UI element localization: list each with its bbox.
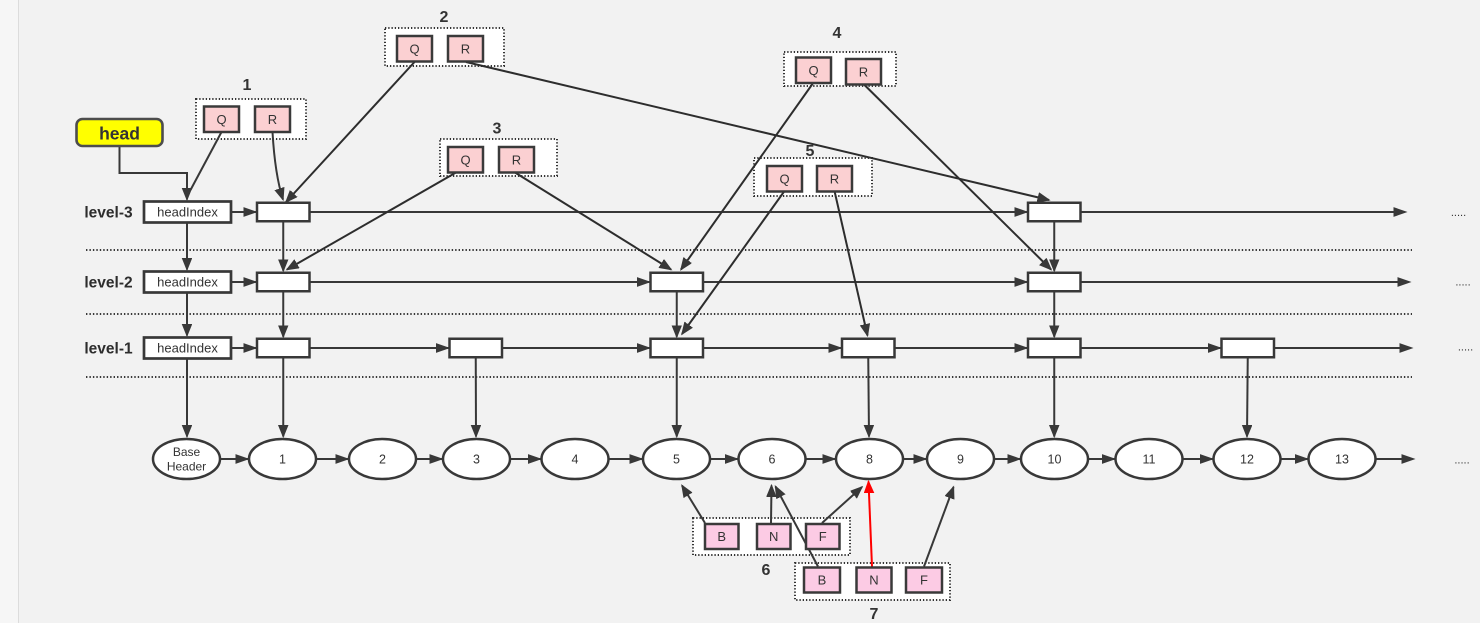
svg-text:headIndex: headIndex [157,205,218,220]
svg-text:head: head [99,124,140,144]
svg-text:9: 9 [957,453,964,467]
svg-text:R: R [268,112,277,127]
svg-text:5: 5 [806,143,815,160]
svg-text:F: F [819,529,827,544]
svg-text:Q: Q [460,152,470,167]
svg-text:6: 6 [769,453,776,467]
svg-text:Q: Q [779,171,789,186]
svg-text:R: R [859,64,868,79]
svg-text:13: 13 [1335,453,1349,467]
svg-text:Header: Header [167,460,206,474]
svg-text:B: B [717,529,726,544]
svg-text:level-1: level-1 [84,341,133,358]
svg-text:5: 5 [673,453,680,467]
svg-text:2: 2 [379,453,386,467]
svg-text:4: 4 [833,25,842,42]
svg-text:4: 4 [572,453,579,467]
svg-text:3: 3 [493,121,502,138]
svg-text:.....: ..... [1451,207,1466,219]
svg-text:headIndex: headIndex [157,275,218,290]
svg-text:1: 1 [279,453,286,467]
svg-text:R: R [512,152,521,167]
svg-text:N: N [769,529,778,544]
svg-text:3: 3 [473,453,480,467]
svg-text:R: R [461,41,470,56]
svg-text:10: 10 [1048,453,1062,467]
svg-text:headIndex: headIndex [157,341,218,356]
svg-text:level-3: level-3 [84,205,133,222]
svg-text:.....: ..... [1458,342,1473,354]
svg-text:Q: Q [808,63,818,78]
svg-text:Q: Q [216,112,226,127]
svg-text:1: 1 [243,77,252,94]
svg-text:11: 11 [1143,453,1156,467]
svg-text:.....: ..... [1455,277,1470,289]
svg-text:7: 7 [870,606,879,623]
svg-text:level-2: level-2 [84,275,132,292]
svg-text:2: 2 [440,9,449,26]
svg-text:8: 8 [866,453,873,467]
svg-text:N: N [869,573,878,588]
svg-text:R: R [830,171,839,186]
svg-text:Q: Q [409,41,419,56]
svg-text:12: 12 [1240,453,1254,467]
svg-text:Base: Base [173,445,201,459]
svg-text:B: B [818,573,827,588]
svg-text:F: F [920,573,928,588]
svg-text:6: 6 [762,562,771,579]
svg-text:.....: ..... [1454,455,1469,467]
